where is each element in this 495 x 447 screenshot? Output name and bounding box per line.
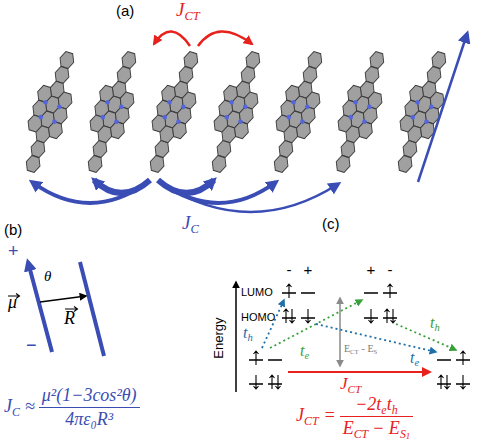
separation-vector xyxy=(40,296,86,302)
text-run: E xyxy=(343,418,354,438)
text-run: (a) xyxy=(116,2,134,19)
text-run: ≈ xyxy=(25,396,35,416)
angle-symbol: θ xyxy=(44,268,51,285)
charge-sign: − xyxy=(26,336,37,356)
subscript: e xyxy=(414,357,419,368)
charge-sign: + xyxy=(367,262,376,279)
text-run: R xyxy=(64,308,75,328)
panel-letter: (a) xyxy=(116,3,134,20)
subscript: CT xyxy=(348,383,362,395)
charge-sign: + xyxy=(304,262,313,279)
text-run: μ²(1−3cos²θ) xyxy=(42,385,137,405)
text-run: t xyxy=(243,324,247,341)
charge-sign: - xyxy=(388,262,393,279)
text-run: - xyxy=(287,261,292,278)
text-run: − xyxy=(26,335,37,355)
text-run: t xyxy=(430,314,434,331)
subscript: S xyxy=(400,427,406,441)
coupling-label: JCT xyxy=(176,0,200,21)
axis-label: Energy xyxy=(212,318,226,359)
subscript: h xyxy=(392,403,398,417)
charge-sign: + xyxy=(8,242,19,262)
text-run: J xyxy=(182,212,190,233)
text-run: (c) xyxy=(322,215,340,232)
text-run: θ xyxy=(44,268,51,284)
coulomb-coupling-arcs xyxy=(32,180,338,212)
text-run: J xyxy=(176,0,184,20)
subscript: CT xyxy=(350,348,358,355)
charge-transfer-arcs xyxy=(154,31,252,46)
denominator: 4πε₀R³ xyxy=(39,407,140,430)
dipole-line xyxy=(80,262,104,356)
subscript: C xyxy=(12,405,20,419)
text-run: t xyxy=(387,394,392,414)
subscript: e xyxy=(381,403,386,417)
coupling-label: JC xyxy=(182,213,199,234)
text-run: E xyxy=(344,343,350,354)
subscript: 1 xyxy=(406,431,410,441)
formula: JC ≈ μ²(1−3cos²θ) 4πε₀R³ xyxy=(4,386,140,430)
charge-sign: - xyxy=(287,262,292,279)
electron-transfer-path xyxy=(316,324,436,352)
text-run: (b) xyxy=(4,221,22,238)
transfer-integral: te xyxy=(410,349,419,367)
text-run: μ xyxy=(8,292,17,312)
panel-letter: (b) xyxy=(4,222,22,239)
vector-symbol: μ xyxy=(8,293,17,313)
text-run: - xyxy=(388,261,393,278)
energy-axis xyxy=(235,282,237,392)
dipole-direction-arrow xyxy=(418,34,467,182)
text-run: t xyxy=(300,342,304,359)
subscript: CT xyxy=(354,427,369,441)
text-run: + xyxy=(304,261,313,278)
orbital-levels xyxy=(249,293,470,384)
effective-coupling-arrow xyxy=(288,371,430,373)
subscript: e xyxy=(304,350,309,361)
text-run: t xyxy=(410,349,414,366)
hole-transfer-path xyxy=(396,324,456,350)
molecule-stack xyxy=(14,47,459,177)
numerator: −2teth xyxy=(340,395,413,416)
panel-letter: (c) xyxy=(322,216,340,233)
subscript: C xyxy=(190,222,198,236)
transfer-integral: te xyxy=(300,342,309,360)
text-run: 4πε₀R³ xyxy=(65,409,113,429)
text-run: − E xyxy=(372,418,400,438)
text-run: + xyxy=(8,241,19,261)
energy-gap-label: ECT - ES xyxy=(344,343,377,354)
text-run: + xyxy=(367,261,376,278)
coupling-label: JCT xyxy=(340,375,361,394)
fraction: −2tethECT− ES1 xyxy=(340,395,413,439)
text-run: HOMO xyxy=(241,311,275,323)
subscript: CT xyxy=(184,9,199,23)
subscript: S xyxy=(374,348,378,355)
subscript: h xyxy=(247,332,252,343)
numerator: μ²(1−3cos²θ) xyxy=(39,386,140,407)
text-run: = xyxy=(324,405,336,425)
text-run: J xyxy=(340,374,348,393)
transfer-integral: th xyxy=(430,314,440,332)
subscript: CT xyxy=(304,414,319,428)
denominator: ECT− ES1 xyxy=(340,416,413,439)
text-run: J xyxy=(296,405,304,425)
vector-symbol: R xyxy=(64,309,75,329)
hole-transfer-path xyxy=(262,300,284,348)
orbital-label: LUMO xyxy=(241,286,273,298)
formula: JCT=−2tethECT− ES1 xyxy=(296,395,413,439)
energy-gap-arrow xyxy=(339,298,341,366)
fraction: μ²(1−3cos²θ) 4πε₀R³ xyxy=(39,386,140,430)
text-run: LUMO xyxy=(241,286,273,298)
orbital-label: HOMO xyxy=(241,311,275,323)
text-run: - E xyxy=(362,343,374,354)
text-run: J xyxy=(4,396,12,416)
text-run: Energy xyxy=(211,318,226,359)
electron-spins xyxy=(254,284,466,389)
text-run: −2t xyxy=(355,394,381,414)
subscript: h xyxy=(434,322,439,333)
transfer-integral: th xyxy=(243,324,253,342)
